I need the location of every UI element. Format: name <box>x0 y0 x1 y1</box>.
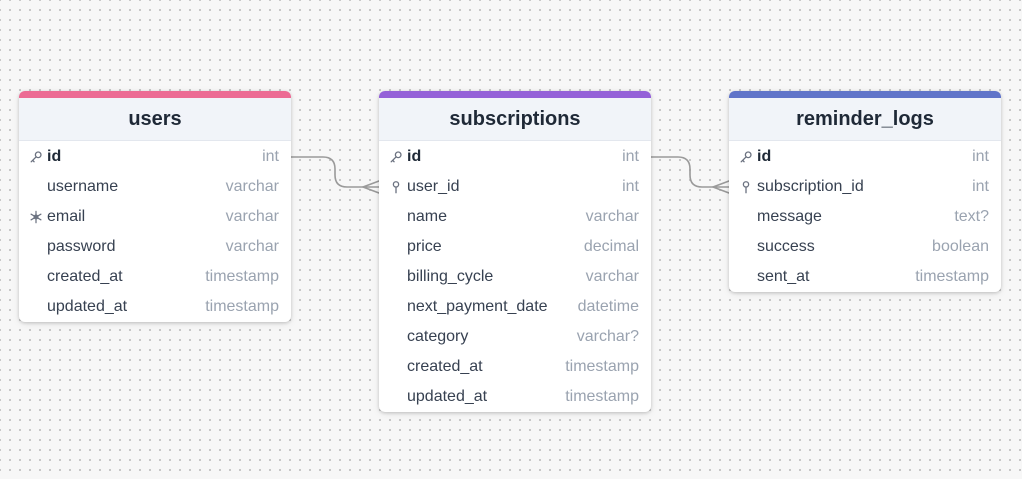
column-name: price <box>407 238 442 255</box>
icon-spacer <box>389 389 407 405</box>
column-type: varchar <box>585 208 639 225</box>
table-header[interactable]: subscriptions <box>379 91 651 141</box>
column-name: created_at <box>407 358 483 375</box>
column-row-updated-at[interactable]: updated_at timestamp <box>19 292 291 322</box>
column-row-id[interactable]: id int <box>729 142 1001 172</box>
icon-spacer <box>389 269 407 285</box>
column-name: id <box>47 148 62 165</box>
table-name: users <box>128 107 182 130</box>
column-row-password[interactable]: password varchar <box>19 232 291 262</box>
table-reminder-logs[interactable]: reminder_logs id int subscription_id int mes… <box>729 91 1001 292</box>
table-header[interactable]: users <box>19 91 291 141</box>
column-name: created_at <box>47 268 123 285</box>
relation-line-0[interactable] <box>291 156 379 188</box>
table-name: subscriptions <box>449 107 581 130</box>
column-name: category <box>407 328 469 345</box>
column-type: timestamp <box>565 358 639 375</box>
relation-line-1[interactable] <box>651 156 729 188</box>
icon-spacer <box>29 299 47 315</box>
column-type: timestamp <box>205 298 279 315</box>
column-list: id int subscription_id int message text? succe… <box>729 141 1001 292</box>
foreign-key-icon <box>739 179 757 195</box>
column-type: int <box>622 148 639 165</box>
column-name: updated_at <box>47 298 128 315</box>
column-name: id <box>757 148 772 165</box>
icon-spacer <box>389 329 407 345</box>
column-type: timestamp <box>915 268 989 285</box>
column-name: id <box>407 148 422 165</box>
column-row-price[interactable]: price decimal <box>379 232 651 262</box>
column-type: boolean <box>932 238 989 255</box>
column-type: int <box>622 178 639 195</box>
column-row-success[interactable]: success boolean <box>729 232 1001 262</box>
column-name: subscription_id <box>757 178 864 195</box>
column-name: username <box>47 178 119 195</box>
column-name: name <box>407 208 448 225</box>
column-name: billing_cycle <box>407 268 494 285</box>
column-type: text? <box>954 208 989 225</box>
icon-spacer <box>389 299 407 315</box>
column-type: timestamp <box>565 388 639 405</box>
table-name: reminder_logs <box>796 107 934 130</box>
icon-spacer <box>739 209 757 225</box>
column-type: int <box>972 178 989 195</box>
key-icon <box>739 149 757 165</box>
column-type: int <box>262 148 279 165</box>
column-list: id int user_id int name varchar price decimal bi… <box>379 141 651 412</box>
crows-foot-marker <box>712 180 730 194</box>
column-row-name[interactable]: name varchar <box>379 202 651 232</box>
column-type: varchar <box>225 208 279 225</box>
unique-icon <box>29 209 47 225</box>
column-row-created-at[interactable]: created_at timestamp <box>19 262 291 292</box>
icon-spacer <box>739 239 757 255</box>
column-type: varchar <box>585 268 639 285</box>
column-row-sent-at[interactable]: sent_at timestamp <box>729 262 1001 292</box>
column-name: password <box>47 238 116 255</box>
column-row-username[interactable]: username varchar <box>19 172 291 202</box>
column-name: success <box>757 238 815 255</box>
column-row-category[interactable]: category varchar? <box>379 322 651 352</box>
table-subscriptions[interactable]: subscriptions id int user_id int name varchar… <box>379 91 651 412</box>
column-name: next_payment_date <box>407 298 548 315</box>
column-row-user-id[interactable]: user_id int <box>379 172 651 202</box>
key-icon <box>389 149 407 165</box>
column-row-id[interactable]: id int <box>379 142 651 172</box>
crows-foot-marker <box>362 180 380 194</box>
column-row-billing-cycle[interactable]: billing_cycle varchar <box>379 262 651 292</box>
column-row-updated-at[interactable]: updated_at timestamp <box>379 382 651 412</box>
column-type: varchar <box>225 178 279 195</box>
column-type: datetime <box>577 298 639 315</box>
column-row-id[interactable]: id int <box>19 142 291 172</box>
table-header[interactable]: reminder_logs <box>729 91 1001 141</box>
column-name: message <box>757 208 822 225</box>
icon-spacer <box>389 239 407 255</box>
icon-spacer <box>389 209 407 225</box>
column-name: sent_at <box>757 268 810 285</box>
column-type: varchar <box>225 238 279 255</box>
column-row-created-at[interactable]: created_at timestamp <box>379 352 651 382</box>
column-row-subscription-id[interactable]: subscription_id int <box>729 172 1001 202</box>
column-name: updated_at <box>407 388 488 405</box>
column-row-next-payment-date[interactable]: next_payment_date datetime <box>379 292 651 322</box>
column-row-email[interactable]: email varchar <box>19 202 291 232</box>
column-name: email <box>47 208 86 225</box>
column-type: varchar? <box>576 328 639 345</box>
icon-spacer <box>389 359 407 375</box>
column-type: timestamp <box>205 268 279 285</box>
column-row-message[interactable]: message text? <box>729 202 1001 232</box>
icon-spacer <box>29 239 47 255</box>
icon-spacer <box>29 179 47 195</box>
column-name: user_id <box>407 178 460 195</box>
icon-spacer <box>739 269 757 285</box>
foreign-key-icon <box>389 179 407 195</box>
key-icon <box>29 149 47 165</box>
icon-spacer <box>29 269 47 285</box>
column-type: int <box>972 148 989 165</box>
column-type: decimal <box>583 238 639 255</box>
